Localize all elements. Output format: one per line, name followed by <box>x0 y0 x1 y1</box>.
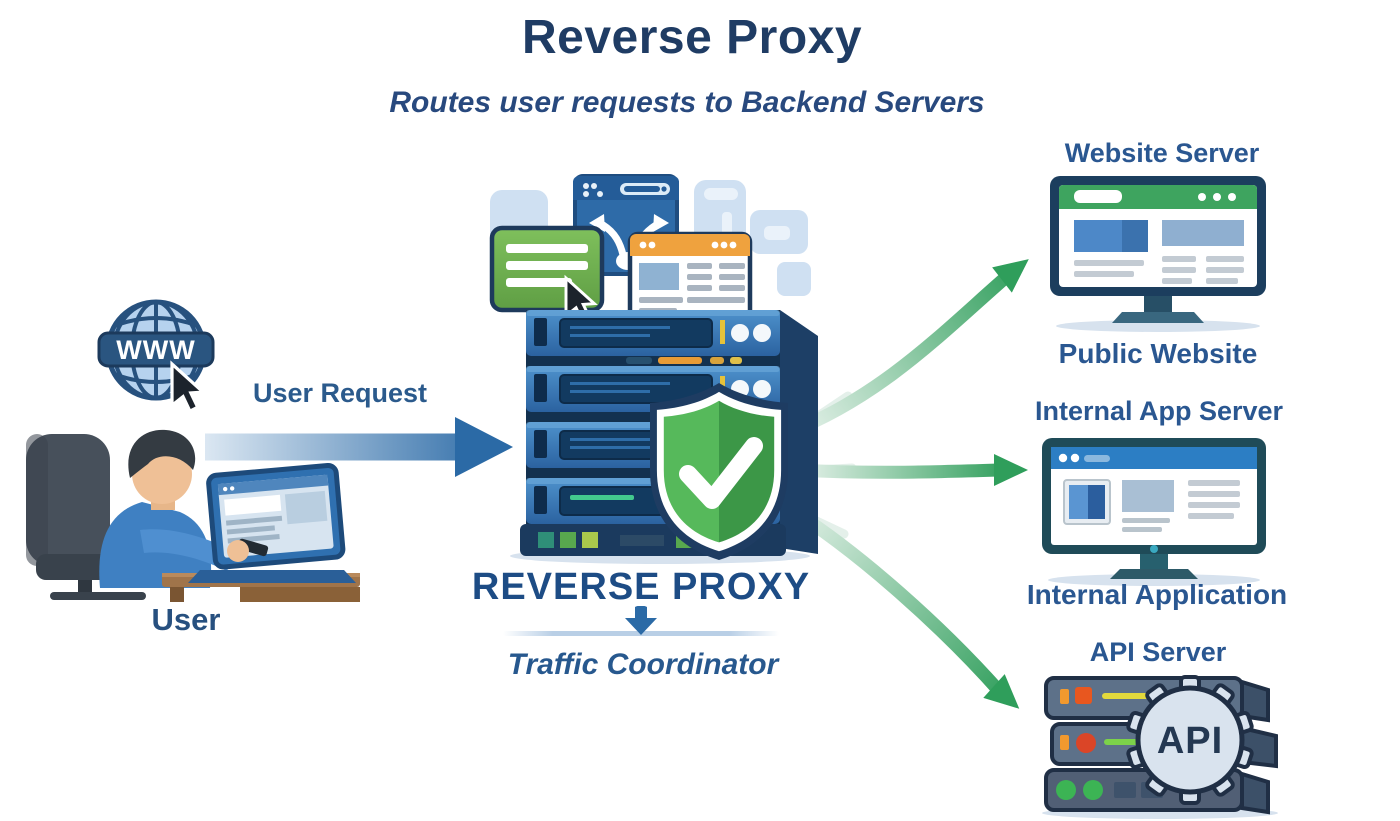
user-hand <box>227 538 269 562</box>
api-server-icon: API <box>1042 675 1278 819</box>
api-gear-icon: API <box>1126 675 1254 805</box>
globe-www-text: WWW <box>116 335 195 365</box>
proxy-activity-lights <box>626 357 742 364</box>
arrow-to-website-server <box>783 259 1029 439</box>
internal-app-server-title: Internal App Server <box>1034 396 1284 426</box>
proxy-label: REVERSE PROXY <box>471 566 811 608</box>
user-request-arrow <box>205 417 513 477</box>
user-arm <box>140 529 236 571</box>
cursor-icon <box>170 360 207 414</box>
down-arrow-icon <box>625 606 657 635</box>
www-globe-icon: WWW <box>97 299 215 414</box>
api-server-title: API Server <box>1089 637 1227 667</box>
laptop-icon <box>188 463 356 583</box>
user-request-label: User Request <box>252 378 428 408</box>
page-title: Reverse Proxy <box>521 11 863 64</box>
user-hair <box>128 429 196 478</box>
internal-app-monitor-icon <box>1042 438 1266 586</box>
page-subtitle: Routes user requests to Backend Servers <box>389 86 985 119</box>
website-monitor-icon <box>1050 176 1266 332</box>
checkmark-icon <box>679 437 763 509</box>
arrow-to-internal-app-server <box>791 454 1028 486</box>
user-illustration <box>26 429 360 602</box>
proxy-sublabel: Traffic Coordinator <box>507 648 779 681</box>
api-gear-text: API <box>1157 720 1223 762</box>
website-server-caption: Public Website <box>1058 338 1258 369</box>
green-card-icon <box>489 225 605 324</box>
internal-app-server-caption: Internal Application <box>1026 579 1288 610</box>
shield-check-icon <box>650 383 788 560</box>
website-server-title: Website Server <box>1064 138 1260 168</box>
user-caption: User <box>151 602 221 637</box>
